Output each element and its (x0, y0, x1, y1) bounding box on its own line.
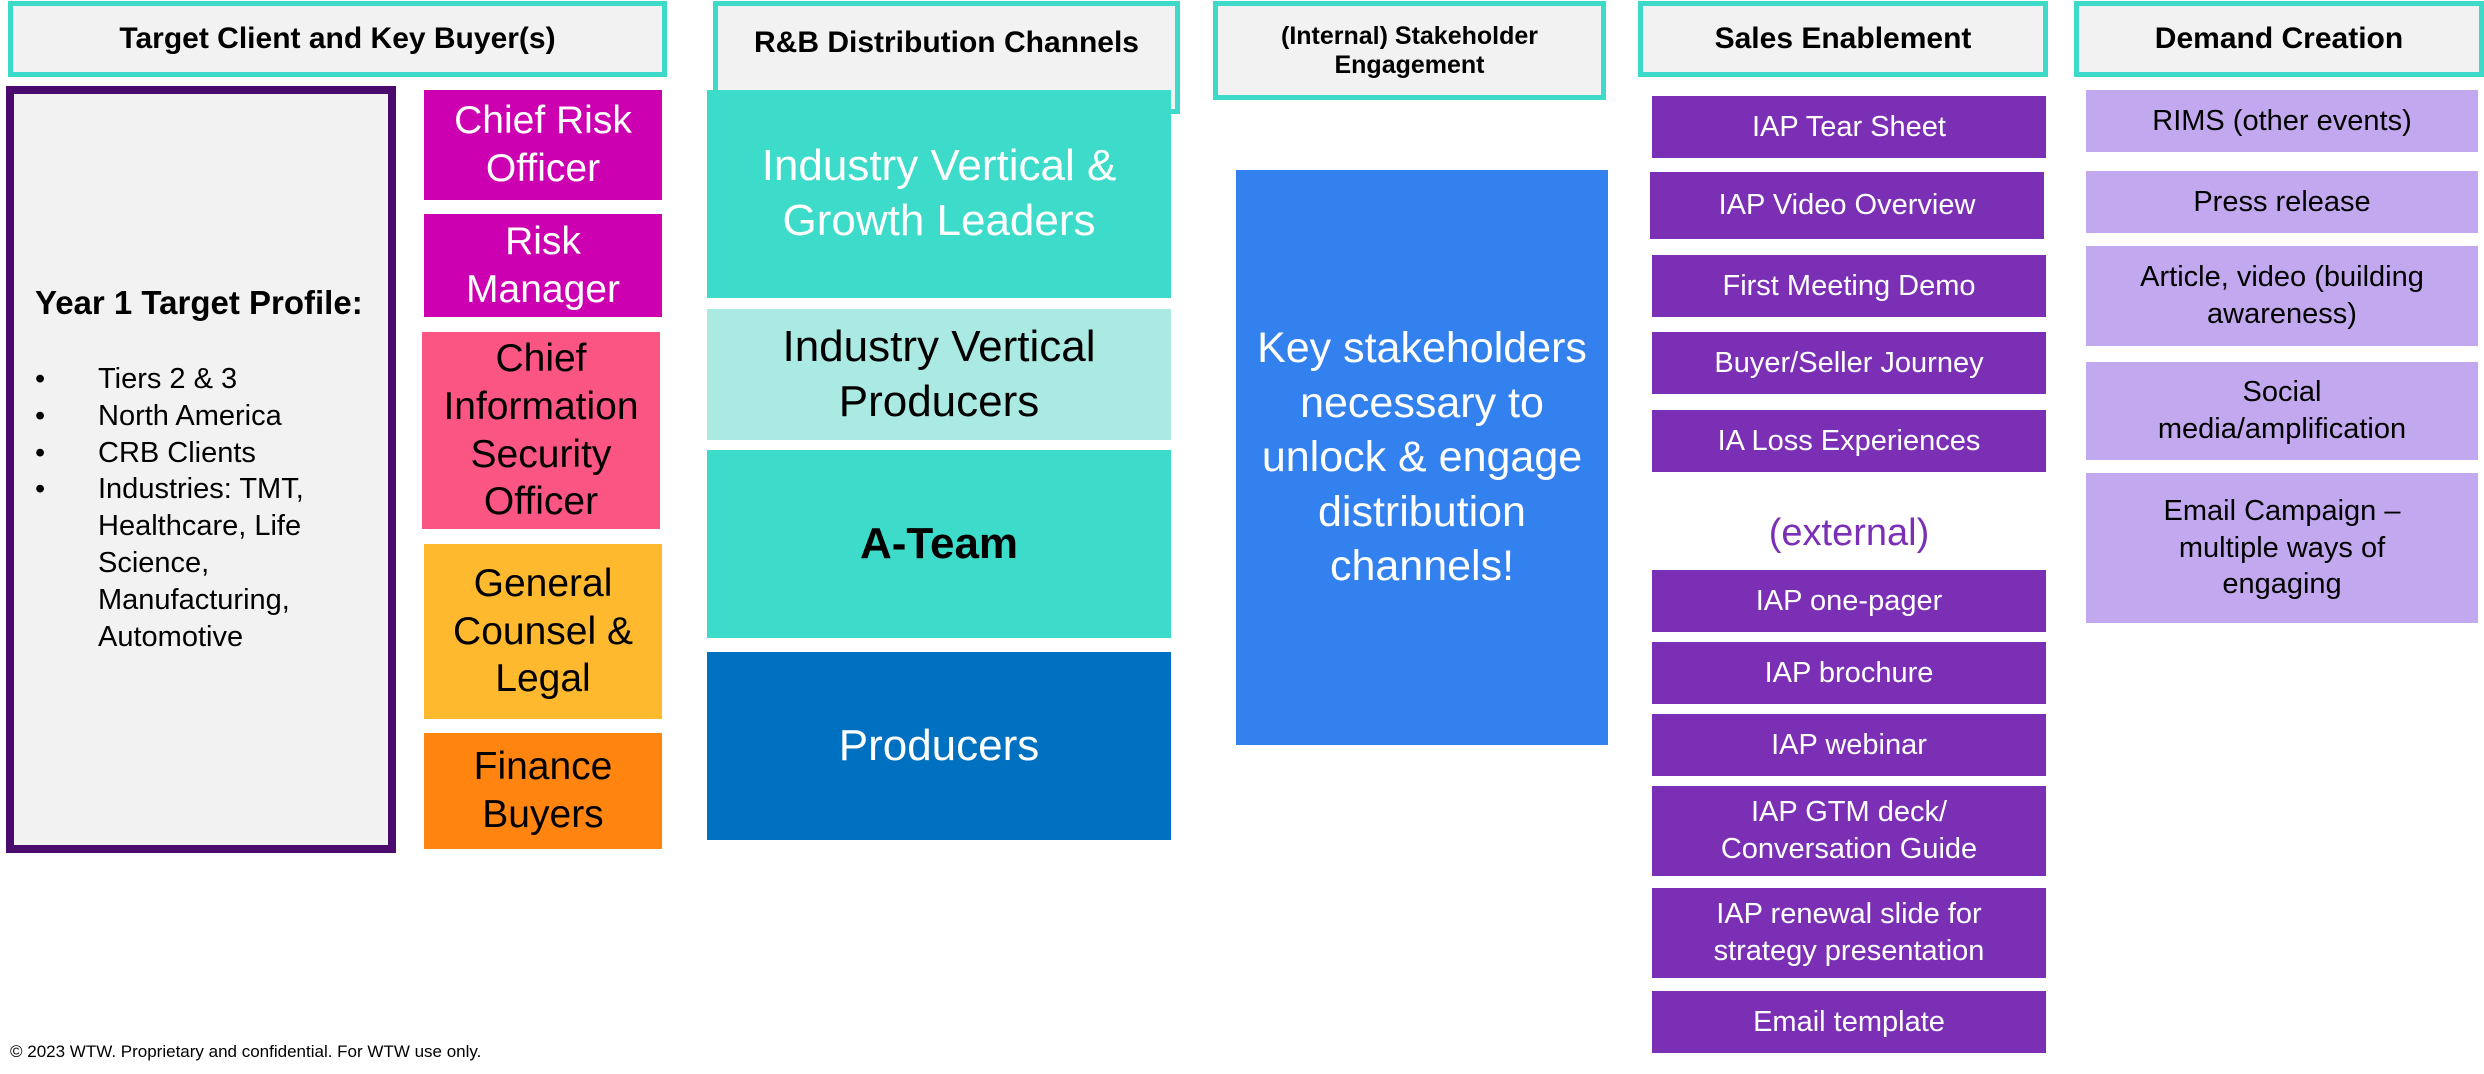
profile-bullet: Tiers 2 & 3 (35, 361, 368, 398)
header-target-client: Target Client and Key Buyer(s) (8, 1, 667, 77)
channel-producers: Producers (707, 652, 1171, 840)
buyer-risk-manager: Risk Manager (424, 214, 662, 317)
buyer-general-counsel: General Counsel & Legal (424, 544, 662, 719)
sales-item-email-template: Email template (1652, 991, 2046, 1053)
channel-industry-vertical-growth-leaders: Industry Vertical & Growth Leaders (707, 90, 1171, 298)
buyer-ciso: Chief Information Security Officer (422, 332, 660, 529)
profile-bullet: CRB Clients (35, 435, 368, 472)
header-demand-creation: Demand Creation (2074, 1, 2484, 77)
header-sales-enablement: Sales Enablement (1638, 1, 2048, 77)
channel-a-team: A-Team (707, 450, 1171, 638)
stakeholder-callout: Key stakeholders necessary to unlock & e… (1236, 170, 1608, 745)
profile-title: Year 1 Target Profile: (35, 284, 363, 322)
sales-item-renewal-slide: IAP renewal slide for strategy presentat… (1652, 888, 2046, 978)
buyer-chief-risk-officer: Chief Risk Officer (424, 90, 662, 200)
external-label: (external) (1768, 511, 1930, 554)
sales-item-webinar: IAP webinar (1652, 714, 2046, 776)
sales-item-video-overview: IAP Video Overview (1650, 172, 2044, 239)
sales-item-gtm-deck: IAP GTM deck/ Conversation Guide (1652, 786, 2046, 876)
sales-item-brochure: IAP brochure (1652, 642, 2046, 704)
buyer-finance: Finance Buyers (424, 733, 662, 849)
demand-item-press-release: Press release (2086, 171, 2478, 233)
sales-item-ia-loss-experiences: IA Loss Experiences (1652, 410, 2046, 472)
profile-bullet-list: Tiers 2 & 3 North America CRB Clients In… (35, 361, 368, 656)
sales-item-tear-sheet: IAP Tear Sheet (1652, 96, 2046, 158)
channel-industry-vertical-producers: Industry Vertical Producers (707, 309, 1171, 440)
demand-item-email-campaign: Email Campaign – multiple ways of engagi… (2086, 473, 2478, 623)
target-profile-panel: Year 1 Target Profile: Tiers 2 & 3 North… (6, 86, 396, 853)
header-internal-stakeholder: (Internal) Stakeholder Engagement (1213, 1, 1606, 100)
demand-item-article-video: Article, video (building awareness) (2086, 246, 2478, 346)
sales-item-one-pager: IAP one-pager (1652, 570, 2046, 632)
demand-item-rims: RIMS (other events) (2086, 90, 2478, 152)
sales-item-buyer-seller-journey: Buyer/Seller Journey (1652, 332, 2046, 394)
sales-item-first-meeting-demo: First Meeting Demo (1652, 255, 2046, 317)
demand-item-social-media: Social media/amplification (2086, 362, 2478, 460)
profile-bullet: Industries: TMT, Healthcare, Life Scienc… (35, 471, 368, 655)
profile-bullet: North America (35, 398, 368, 435)
copyright-footer: © 2023 WTW. Proprietary and confidential… (10, 1042, 482, 1061)
